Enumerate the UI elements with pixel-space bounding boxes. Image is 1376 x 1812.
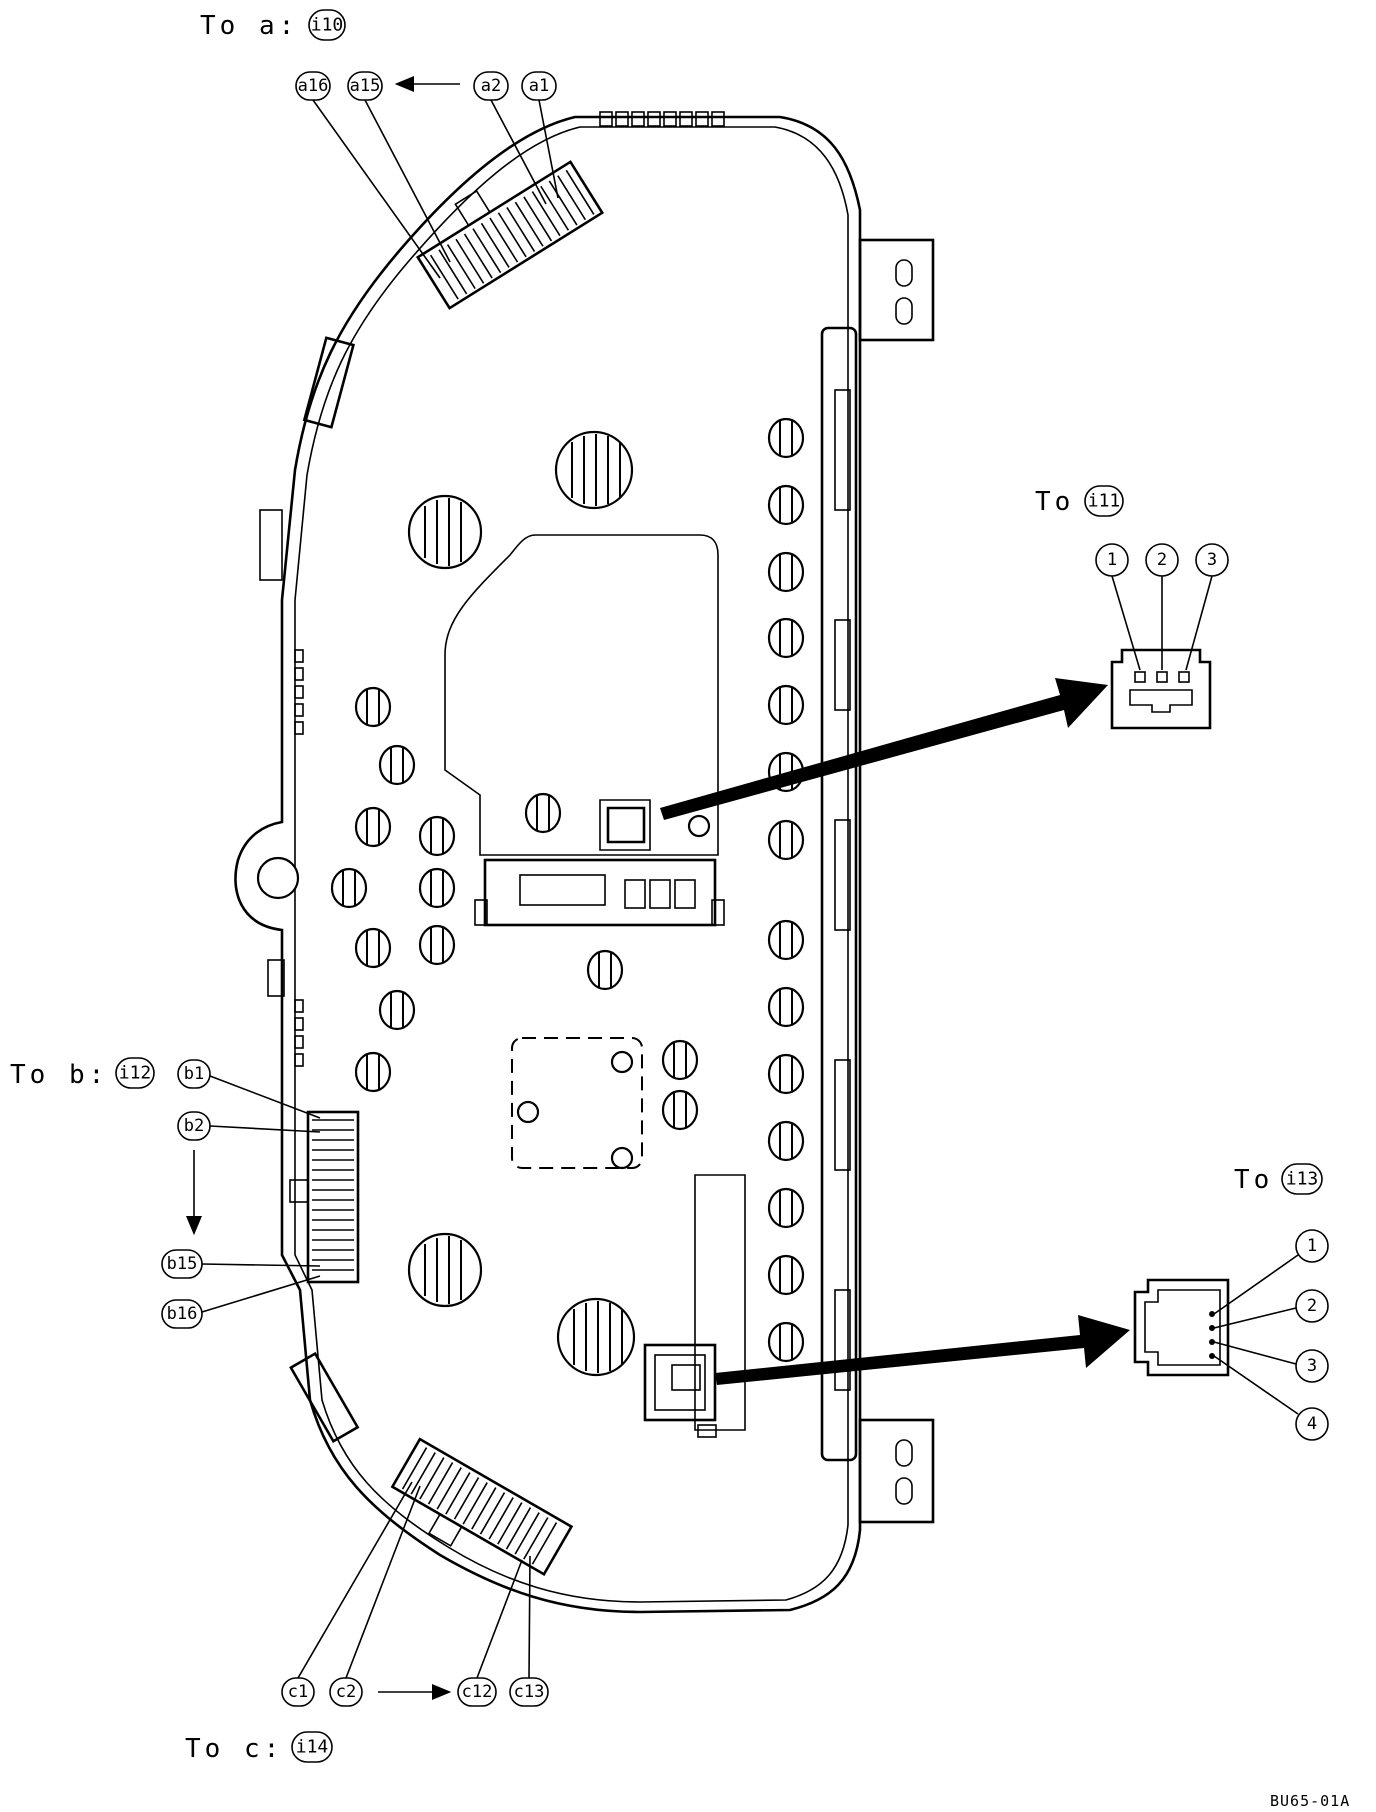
lower-card <box>694 1174 746 1431</box>
svg-text:b1: b1 <box>184 1064 204 1084</box>
bulb-hole <box>407 494 483 570</box>
svg-text:1: 1 <box>1307 1236 1317 1256</box>
a-pin-callouts: a16 a15 a2 a1 <box>295 71 559 279</box>
arrow-to-i13 <box>715 1315 1130 1385</box>
svg-text:b2: b2 <box>184 1116 204 1136</box>
left-mount-boss <box>256 856 300 900</box>
connector-c-body <box>390 1437 574 1577</box>
c-pin-callouts: c1 c2 c12 c13 <box>281 1481 549 1707</box>
svg-text:To a:: To a: <box>200 11 298 41</box>
svg-text:i14: i14 <box>296 1737 329 1758</box>
svg-text:a2: a2 <box>481 76 501 96</box>
dashed-ic-outline <box>511 1037 643 1169</box>
svg-text:a1: a1 <box>529 76 549 96</box>
figure-code: BU65-01A <box>1270 1792 1350 1810</box>
center-connector-board <box>474 799 725 927</box>
svg-text:c1: c1 <box>288 1682 308 1702</box>
arrow-to-i11 <box>660 678 1108 820</box>
bulb-hole <box>407 1232 483 1308</box>
svg-text:To: To <box>1035 487 1074 517</box>
label-to-i11: To i11 <box>1035 485 1124 517</box>
left-clip-bottom <box>289 1351 360 1444</box>
label-to-b: To b: i12 <box>10 1057 155 1090</box>
i13-connector-face: 1 2 3 4 <box>1133 1229 1329 1441</box>
bulb-holes <box>330 417 805 1377</box>
svg-text:2: 2 <box>1157 550 1167 570</box>
svg-text:i13: i13 <box>1286 1169 1319 1190</box>
svg-text:b16: b16 <box>167 1304 198 1324</box>
svg-text:a15: a15 <box>350 76 381 96</box>
svg-text:2: 2 <box>1307 1296 1317 1316</box>
mounting-tab-bottom <box>858 1418 935 1524</box>
svg-text:c12: c12 <box>462 1682 493 1702</box>
svg-text:To c:: To c: <box>185 1734 283 1764</box>
svg-text:c13: c13 <box>514 1682 545 1702</box>
svg-text:i12: i12 <box>119 1063 152 1084</box>
label-to-a: To a: i10 <box>200 9 346 41</box>
svg-text:a16: a16 <box>298 76 329 96</box>
right-hole-column <box>767 417 805 1363</box>
connector-a-body <box>415 160 605 310</box>
right-light-strip <box>820 326 858 1462</box>
svg-text:4: 4 <box>1307 1414 1317 1434</box>
cluster-housing <box>234 111 935 1614</box>
b-pin-callouts: b1 b2 b15 b16 <box>161 1059 321 1329</box>
top-edge-comb <box>599 111 725 127</box>
svg-text:c2: c2 <box>336 1682 356 1702</box>
svg-text:1: 1 <box>1107 550 1117 570</box>
bulb-hole <box>554 430 634 510</box>
mounting-tab-top <box>858 238 935 342</box>
left-hole-group <box>330 686 699 1131</box>
bulb-hole <box>556 1297 636 1377</box>
label-to-i13: To i13 <box>1234 1163 1323 1195</box>
svg-text:To b:: To b: <box>10 1060 108 1090</box>
svg-text:b15: b15 <box>167 1254 198 1274</box>
lower-socket <box>643 1343 717 1438</box>
svg-text:i10: i10 <box>311 15 344 36</box>
svg-text:3: 3 <box>1307 1356 1317 1376</box>
svg-text:To: To <box>1234 1165 1273 1195</box>
gauge-plate <box>444 534 719 856</box>
svg-text:i11: i11 <box>1088 491 1121 512</box>
i11-connector-face: 1 2 3 <box>1095 543 1229 730</box>
strip-segments <box>834 389 851 1391</box>
left-edge-comb <box>294 649 304 1067</box>
left-clip-top <box>302 336 355 429</box>
label-to-c: To c: i14 <box>185 1731 333 1764</box>
connector-b-body <box>289 1110 360 1284</box>
svg-text:3: 3 <box>1207 550 1217 570</box>
